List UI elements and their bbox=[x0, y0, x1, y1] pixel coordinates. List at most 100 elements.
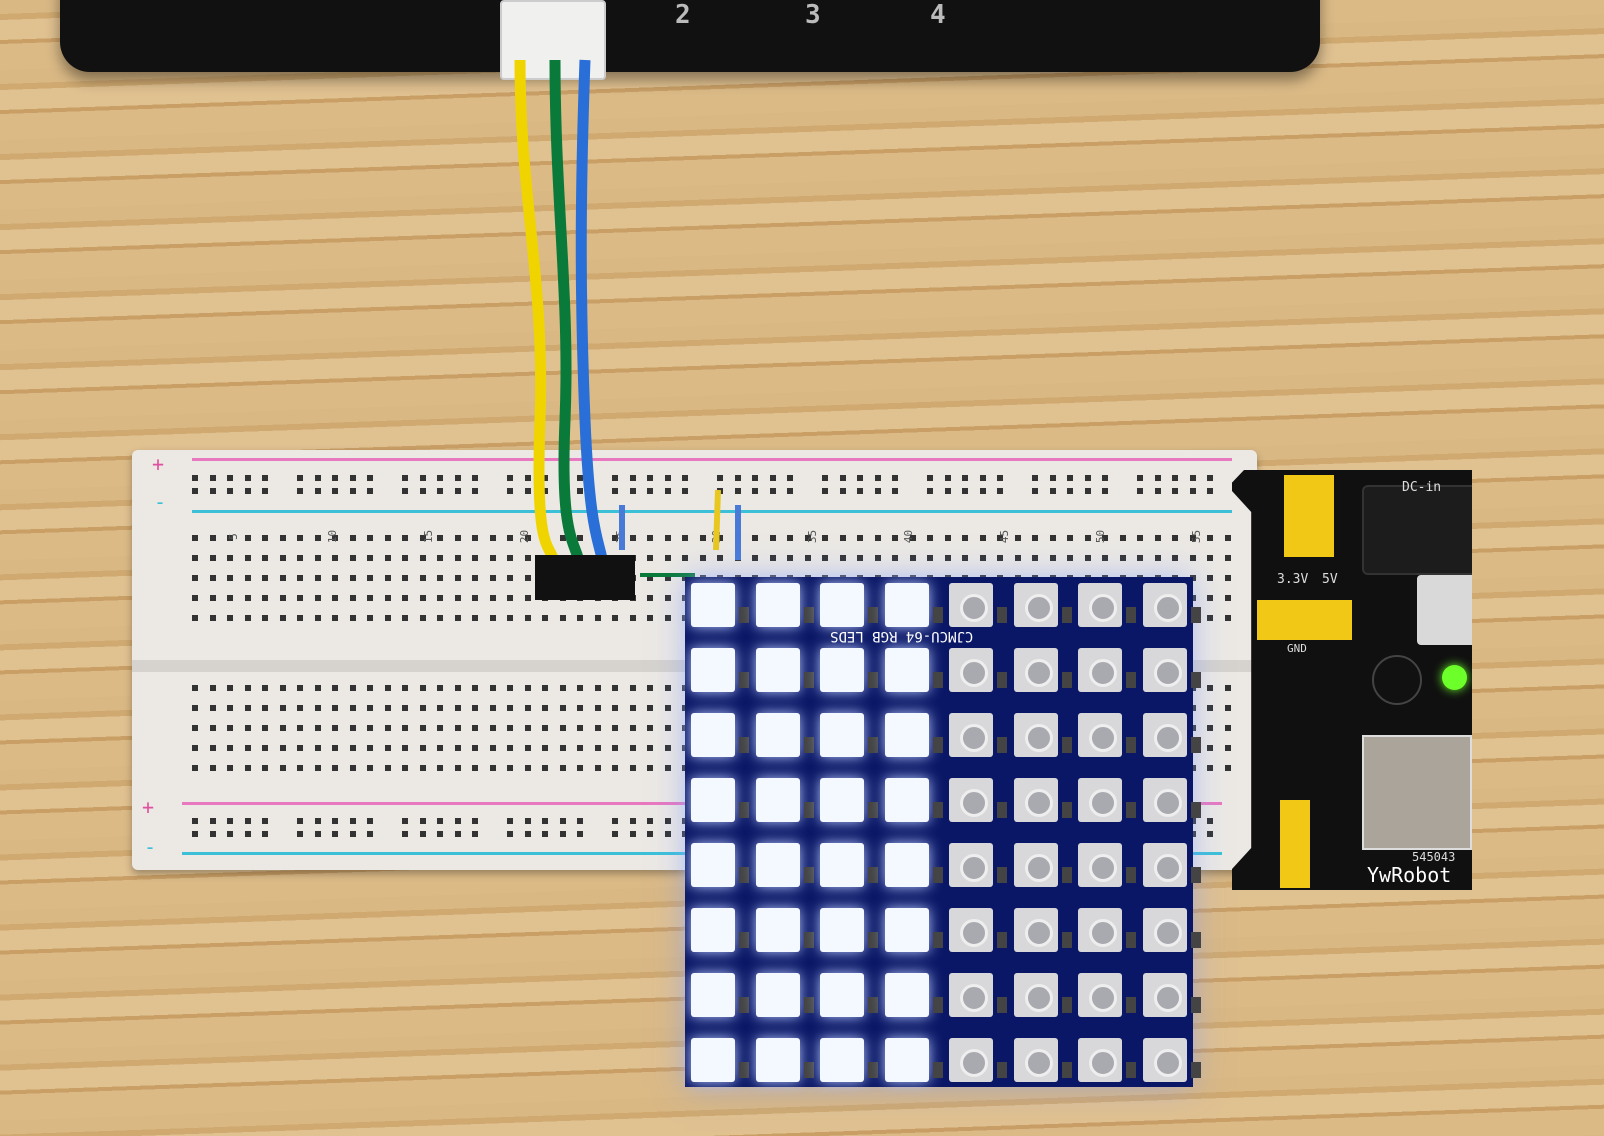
hole[interactable] bbox=[524, 488, 531, 494]
hole[interactable] bbox=[419, 705, 426, 711]
hole[interactable] bbox=[559, 818, 566, 824]
hole[interactable] bbox=[209, 765, 216, 771]
hole[interactable] bbox=[367, 765, 373, 771]
hole[interactable] bbox=[629, 831, 636, 837]
hole[interactable] bbox=[437, 831, 443, 837]
hole[interactable] bbox=[472, 575, 478, 581]
hole[interactable] bbox=[472, 831, 478, 837]
hole[interactable] bbox=[472, 725, 478, 731]
hole[interactable] bbox=[1049, 488, 1056, 494]
hole[interactable] bbox=[297, 705, 303, 711]
hole[interactable] bbox=[437, 475, 443, 481]
hole[interactable] bbox=[1224, 575, 1231, 581]
hole[interactable] bbox=[664, 488, 671, 494]
hole[interactable] bbox=[752, 535, 758, 541]
hole[interactable] bbox=[1207, 475, 1213, 481]
hole[interactable] bbox=[472, 475, 478, 481]
hole[interactable] bbox=[209, 535, 216, 541]
hole[interactable] bbox=[332, 818, 338, 824]
hole[interactable] bbox=[227, 745, 233, 751]
hole[interactable] bbox=[437, 595, 443, 601]
hole[interactable] bbox=[1207, 831, 1213, 837]
hole[interactable] bbox=[192, 575, 198, 581]
hole[interactable] bbox=[209, 685, 216, 691]
hole[interactable] bbox=[332, 535, 338, 541]
hole[interactable] bbox=[612, 615, 618, 621]
hole[interactable] bbox=[489, 555, 496, 561]
hole[interactable] bbox=[332, 705, 338, 711]
hole[interactable] bbox=[839, 475, 846, 481]
usb-port[interactable] bbox=[1362, 735, 1472, 850]
hole[interactable] bbox=[822, 475, 828, 481]
hole[interactable] bbox=[594, 725, 601, 731]
hole[interactable] bbox=[227, 595, 233, 601]
hole[interactable] bbox=[594, 615, 601, 621]
hole[interactable] bbox=[367, 725, 373, 731]
hole[interactable] bbox=[822, 555, 828, 561]
hole[interactable] bbox=[454, 705, 461, 711]
hole[interactable] bbox=[874, 488, 881, 494]
hole[interactable] bbox=[419, 555, 426, 561]
hole[interactable] bbox=[962, 475, 968, 481]
hole[interactable] bbox=[629, 725, 636, 731]
hole[interactable] bbox=[297, 725, 303, 731]
hole[interactable] bbox=[279, 535, 286, 541]
hole[interactable] bbox=[647, 615, 653, 621]
hole[interactable] bbox=[402, 818, 408, 824]
hole[interactable] bbox=[489, 575, 496, 581]
hole[interactable] bbox=[1224, 615, 1231, 621]
hole[interactable] bbox=[262, 745, 268, 751]
hole[interactable] bbox=[192, 725, 198, 731]
hole[interactable] bbox=[244, 555, 251, 561]
hole[interactable] bbox=[1207, 615, 1213, 621]
hole[interactable] bbox=[1224, 535, 1231, 541]
hole[interactable] bbox=[489, 685, 496, 691]
hole[interactable] bbox=[1207, 488, 1213, 494]
hole[interactable] bbox=[209, 831, 216, 837]
hole[interactable] bbox=[262, 615, 268, 621]
hole[interactable] bbox=[962, 555, 968, 561]
hole[interactable] bbox=[1032, 488, 1038, 494]
hole[interactable] bbox=[647, 488, 653, 494]
hole[interactable] bbox=[1224, 685, 1231, 691]
hole[interactable] bbox=[1207, 818, 1213, 824]
hole[interactable] bbox=[752, 555, 758, 561]
hole[interactable] bbox=[647, 705, 653, 711]
hole[interactable] bbox=[909, 535, 916, 541]
hole[interactable] bbox=[997, 475, 1003, 481]
hole[interactable] bbox=[559, 535, 566, 541]
hole[interactable] bbox=[1154, 488, 1161, 494]
hole[interactable] bbox=[279, 765, 286, 771]
hole[interactable] bbox=[524, 535, 531, 541]
hole[interactable] bbox=[1084, 555, 1091, 561]
hole[interactable] bbox=[524, 555, 531, 561]
hole[interactable] bbox=[787, 535, 793, 541]
hole[interactable] bbox=[524, 685, 531, 691]
hole[interactable] bbox=[472, 765, 478, 771]
hole[interactable] bbox=[262, 831, 268, 837]
hole[interactable] bbox=[1119, 555, 1126, 561]
hole[interactable] bbox=[244, 725, 251, 731]
hole[interactable] bbox=[262, 818, 268, 824]
hole[interactable] bbox=[769, 535, 776, 541]
hole[interactable] bbox=[524, 705, 531, 711]
hole[interactable] bbox=[314, 725, 321, 731]
hole[interactable] bbox=[664, 765, 671, 771]
hole[interactable] bbox=[384, 575, 391, 581]
hole[interactable] bbox=[419, 765, 426, 771]
hole[interactable] bbox=[507, 818, 513, 824]
hole[interactable] bbox=[1154, 555, 1161, 561]
hole[interactable] bbox=[402, 615, 408, 621]
hole[interactable] bbox=[227, 725, 233, 731]
hole[interactable] bbox=[297, 535, 303, 541]
hole[interactable] bbox=[979, 555, 986, 561]
hole[interactable] bbox=[454, 831, 461, 837]
hole[interactable] bbox=[804, 535, 811, 541]
hole[interactable] bbox=[664, 595, 671, 601]
hole[interactable] bbox=[419, 595, 426, 601]
hole[interactable] bbox=[647, 685, 653, 691]
hole[interactable] bbox=[524, 765, 531, 771]
hole[interactable] bbox=[664, 818, 671, 824]
hole[interactable] bbox=[314, 595, 321, 601]
hole[interactable] bbox=[857, 555, 863, 561]
